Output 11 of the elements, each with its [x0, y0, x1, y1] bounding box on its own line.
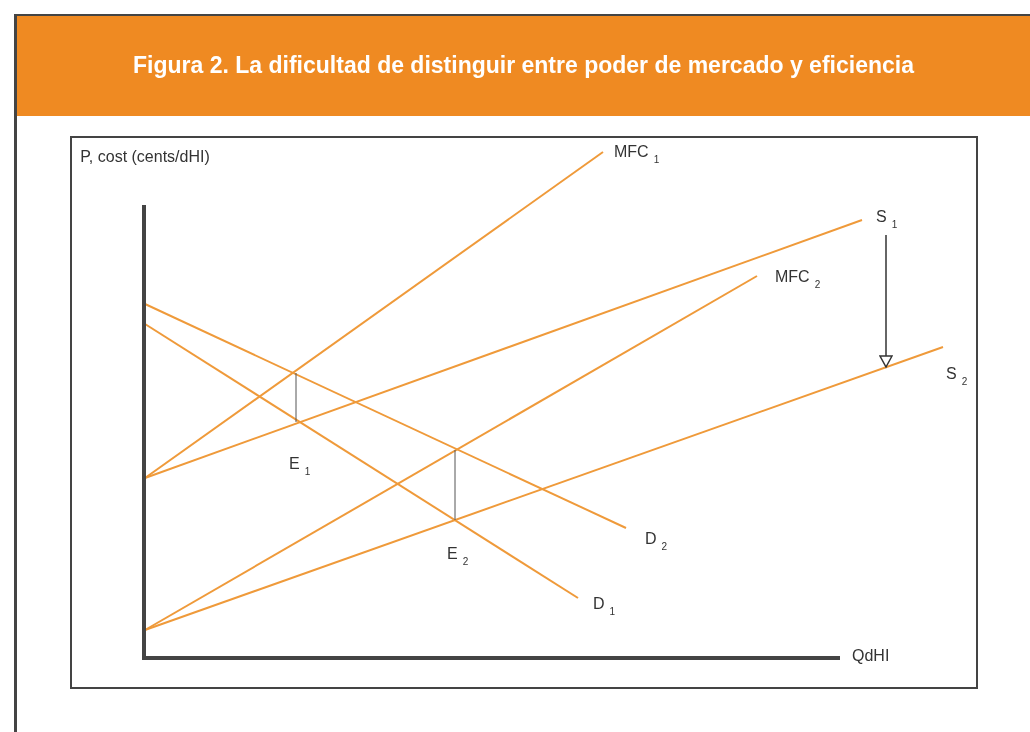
curve-label: S$_{2}$ — [946, 365, 968, 387]
curve-label: S$_{1}$ — [876, 208, 898, 230]
point-label: E$_{2}$ — [447, 545, 469, 567]
point-label: E$_{1}$ — [289, 455, 311, 477]
curve-label: D$_{1}$ — [593, 595, 616, 617]
axis-label: QdHI — [852, 647, 890, 665]
figure-title: Figura 2. La dificultad de distinguir entre poder de mercado y eficiencia — [132, 51, 916, 81]
axis-label: P, cost (cents/dHI) — [80, 147, 210, 167]
curve-label: MFC$_{2}$ — [775, 268, 821, 290]
curve-label: D$_{2}$ — [645, 530, 668, 552]
curve-label: MFC$_{1}$ — [614, 143, 660, 165]
